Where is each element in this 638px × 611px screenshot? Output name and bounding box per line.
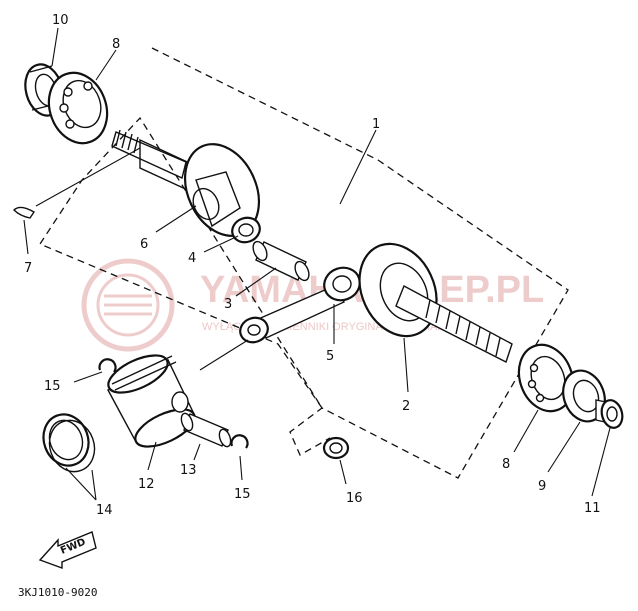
label-1: 1 [372, 117, 380, 132]
label-5: 5 [326, 349, 334, 364]
label-8-bottom: 8 [502, 457, 510, 472]
needle-bearing-4 [231, 216, 261, 244]
fwd-arrow-icon: FWD [38, 531, 97, 569]
bearing-8-top [47, 71, 109, 145]
crank-pin-3 [252, 240, 310, 282]
leader-lines [23, 27, 611, 501]
label-7: 7 [24, 261, 32, 276]
bearing-8-bottom [517, 343, 575, 413]
crankshaft-assembly-boundary [39, 47, 569, 479]
connecting-rod-5 [239, 266, 361, 344]
label-3: 3 [224, 297, 232, 312]
label-14: 14 [96, 503, 113, 518]
oil-seal-9 [562, 369, 606, 423]
piston-rings-14 [42, 413, 96, 473]
label-15-left: 15 [44, 379, 61, 394]
piston-12 [107, 354, 196, 448]
label-4: 4 [188, 251, 196, 266]
woodruff-key-7 [13, 206, 35, 219]
collar-11 [595, 399, 624, 429]
label-2: 2 [402, 399, 410, 414]
right-crank-half-2 [358, 242, 513, 363]
label-6: 6 [140, 237, 148, 252]
label-13: 13 [180, 463, 197, 478]
piston-pin-13 [180, 412, 232, 448]
watermark-logo-icon [81, 258, 175, 352]
label-11: 11 [584, 501, 601, 516]
label-9: 9 [538, 479, 546, 494]
label-8-top: 8 [112, 37, 120, 52]
label-10: 10 [52, 13, 69, 28]
callout-labels: 10 8 1 6 7 4 3 5 2 12 15 14 13 15 16 8 9… [24, 13, 601, 518]
circlip-15-right [230, 434, 249, 449]
small-end-bearing-16 [322, 436, 350, 460]
circlip-15-left [98, 358, 117, 373]
diagram-part-number: 3KJ1010-9020 [18, 586, 97, 599]
label-12: 12 [138, 477, 155, 492]
label-16: 16 [346, 491, 363, 506]
label-15-right: 15 [234, 487, 251, 502]
